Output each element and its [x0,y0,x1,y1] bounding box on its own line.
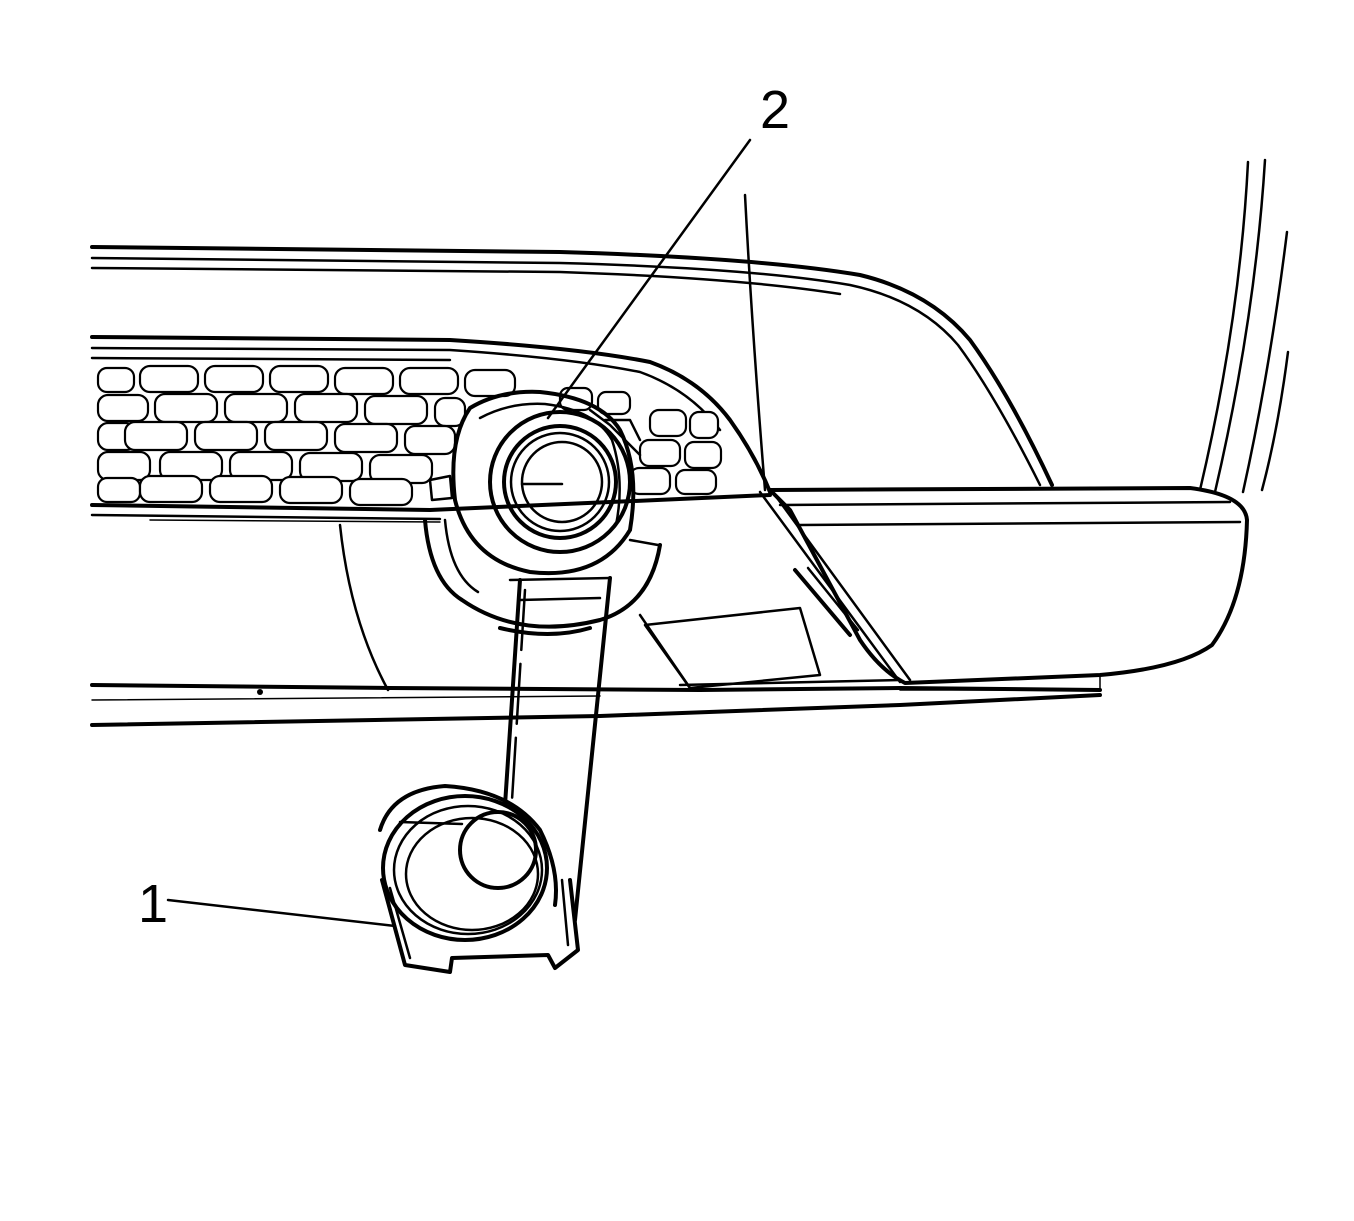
leader-lines [166,138,752,928]
callout-label-2: 2 [760,80,790,140]
callout-label-1: 1 [138,874,168,934]
bumper-fascia [90,158,1290,727]
install-guide-lines [503,576,612,922]
fog-lamp-bezel [378,784,580,974]
fog-lamp-opening [423,389,662,636]
grille [90,335,772,523]
callout-2-leader [546,138,752,420]
callout-1-leader [166,898,397,928]
